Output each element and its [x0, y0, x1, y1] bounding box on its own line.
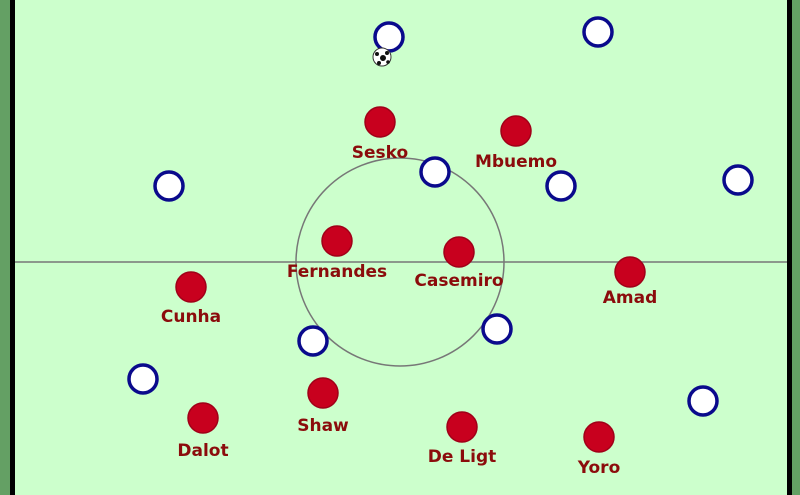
away-team	[127, 16, 754, 417]
away-player-marker	[153, 170, 185, 202]
away-player-marker	[545, 170, 577, 202]
home-player-marker	[583, 421, 615, 453]
home-player-marker	[187, 402, 219, 434]
home-player: Casemiro	[414, 236, 504, 291]
player-name-label: Fernandes	[287, 262, 387, 282]
home-player-marker	[443, 236, 475, 268]
home-player-marker	[175, 271, 207, 303]
home-player-marker	[500, 115, 532, 147]
home-player-marker	[446, 411, 478, 443]
home-player: Cunha	[161, 271, 221, 327]
home-player: Shaw	[297, 377, 349, 436]
away-player-marker	[419, 156, 451, 188]
home-player-marker	[364, 106, 396, 138]
soccer-ball-icon	[372, 47, 392, 67]
player-name-label: Sesko	[352, 143, 408, 163]
home-player: Fernandes	[287, 225, 387, 282]
home-player-marker	[614, 256, 646, 288]
right-touchline	[787, 0, 792, 495]
player-name-label: De Ligt	[428, 447, 497, 467]
player-name-label: Shaw	[297, 416, 349, 436]
home-player-marker	[321, 225, 353, 257]
home-player: Dalot	[177, 402, 229, 461]
away-player-marker	[722, 164, 754, 196]
left-touchline	[10, 0, 15, 495]
away-player-marker	[297, 325, 329, 357]
away-player-marker	[127, 363, 159, 395]
away-player-marker	[582, 16, 614, 48]
home-player: De Ligt	[428, 411, 497, 467]
away-player-marker	[687, 385, 719, 417]
player-name-label: Yoro	[577, 458, 621, 478]
home-player: Amad	[603, 256, 658, 308]
away-player-marker	[481, 313, 513, 345]
player-name-label: Amad	[603, 288, 658, 308]
away-player-marker	[373, 21, 405, 53]
home-player: Sesko	[352, 106, 408, 163]
center-circle	[295, 157, 505, 367]
player-name-label: Dalot	[177, 441, 228, 461]
pitch-surface	[15, 0, 787, 495]
home-player: Mbuemo	[475, 115, 557, 172]
player-name-label: Casemiro	[414, 271, 503, 291]
home-player-marker	[307, 377, 339, 409]
player-name-label: Mbuemo	[475, 152, 557, 172]
home-player: Yoro	[577, 421, 621, 478]
player-name-label: Cunha	[161, 307, 221, 327]
